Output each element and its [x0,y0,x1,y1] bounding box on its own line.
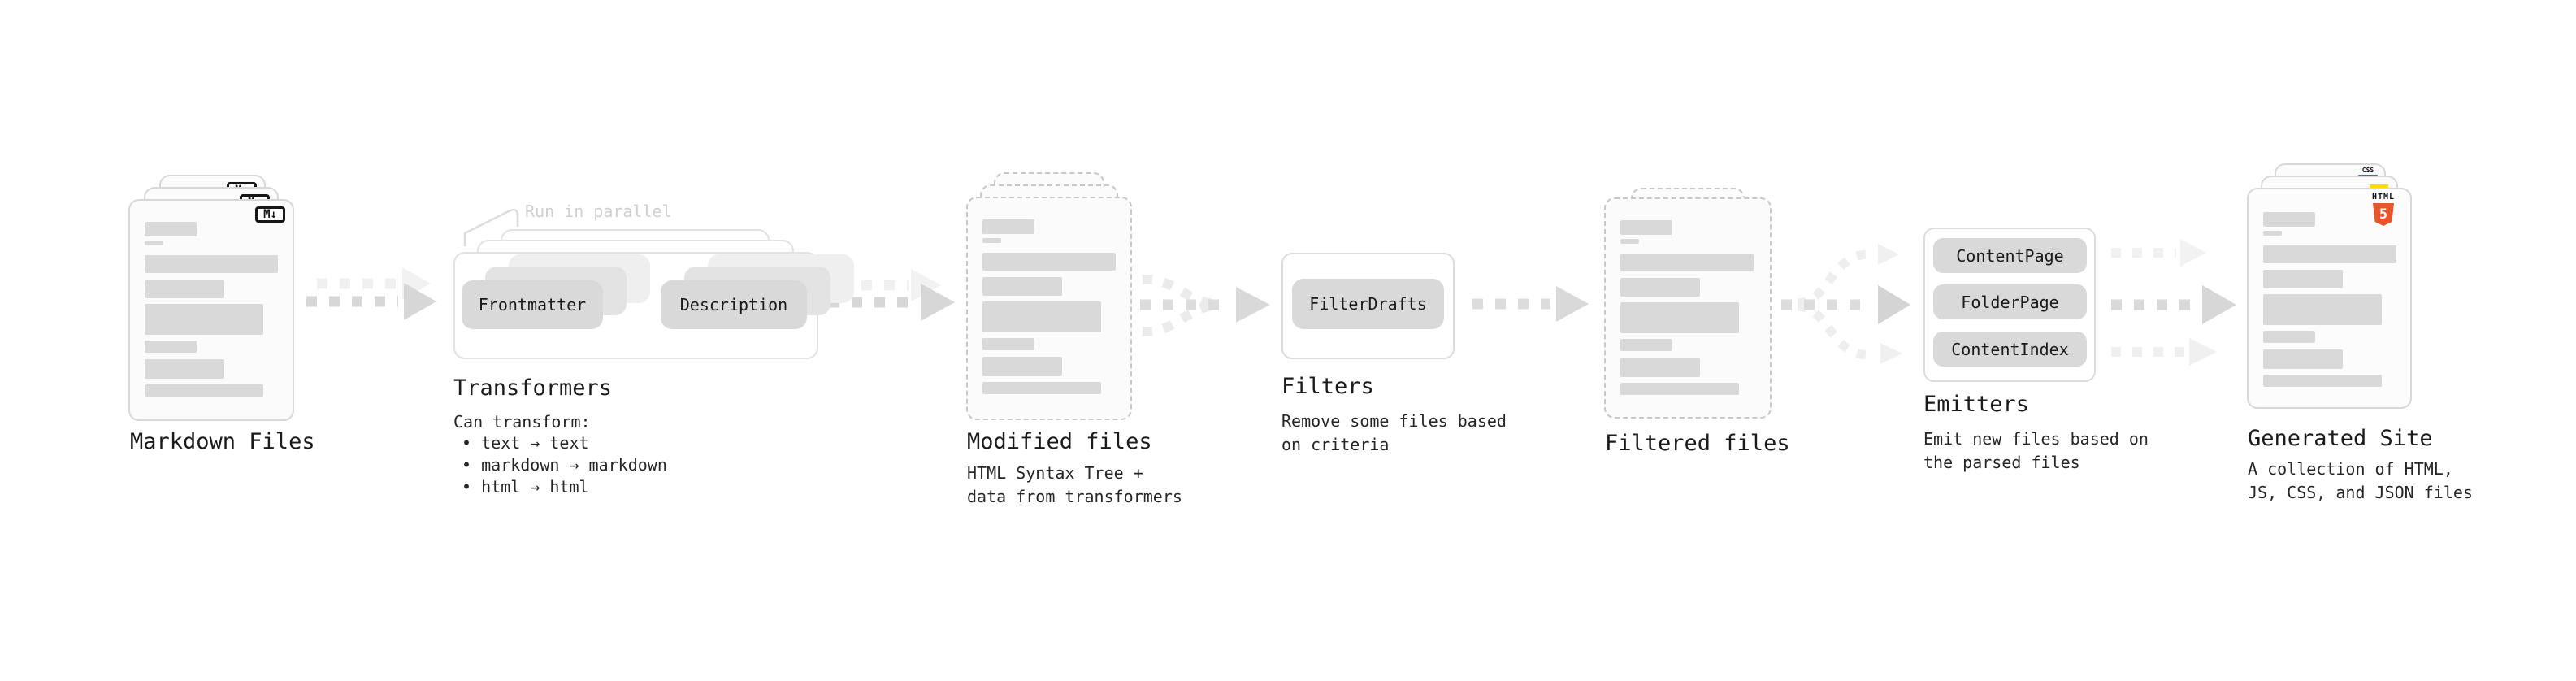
folderpage-box: FolderPage [1933,284,2087,319]
skeleton-line [1620,358,1700,377]
skeleton-line [2263,231,2282,236]
modified-files-title: Modified files [967,429,1152,454]
filtered-files-section: Filtered files [1604,146,1848,512]
filters-title: Filters [1281,374,1374,399]
markdown-files-section: M↓ M↓ M↓ Markdown Files [98,146,341,504]
contentpage-box: ContentPage [1933,238,2087,273]
skeleton-line [145,280,224,298]
modified-files-section: Modified files HTML Syntax Tree + data f… [966,146,1210,512]
skeleton-line [1620,239,1639,244]
generated-site-description: A collection of HTML, JS, CSS, and JSON … [2248,459,2473,502]
emitters-section: ContentPage FolderPage ContentIndex Emit… [1923,146,2167,520]
skeleton-line [1620,383,1739,395]
skeleton-line [982,301,1101,332]
modified-file-card-front [966,197,1132,420]
skeleton-line [1620,278,1700,297]
skeleton-line [2263,212,2315,227]
skeleton-line [2263,245,2396,263]
html5-icon-number: 5 [2379,206,2388,223]
skeleton-line [2263,331,2315,343]
skeleton-line [145,241,163,245]
skeleton-line [982,357,1062,376]
transformers-title: Transformers [453,375,613,401]
skeleton-line [982,219,1034,234]
skeleton-line [982,277,1062,296]
filtered-file-card-front [1604,197,1772,419]
skeleton-line [982,253,1116,271]
skeleton-line [145,255,278,273]
emitters-title: Emitters [1923,392,2030,417]
modified-files-description: HTML Syntax Tree + data from transformer… [967,463,1182,506]
skeleton-line [1620,339,1672,351]
document-skeleton [145,222,278,397]
markdown-icon: M↓ [255,206,285,223]
document-skeleton [2263,212,2396,387]
transformers-section: Frontmatter Description Run in parallel … [453,146,854,512]
html5-icon-shield: 5 [2373,203,2394,226]
skeleton-line [982,338,1034,350]
skeleton-line [2263,349,2343,369]
skeleton-line [145,384,263,397]
skeleton-line [982,238,1001,243]
skeleton-line [2263,375,2382,387]
bullet-item: • markdown → markdown [462,455,667,475]
skeleton-line [1620,220,1672,235]
html5-icon-word: HTML [2371,193,2396,202]
transformers-bullet-list: • text → text • markdown → markdown • ht… [462,432,667,498]
css-icon-word: CSS [2361,167,2374,174]
skeleton-line [1620,254,1754,271]
markdown-file-card-front: M↓ [128,199,294,421]
description-box: Description [661,280,807,329]
bullet-item: • text → text [462,433,589,453]
filtered-files-title: Filtered files [1605,431,1790,456]
skeleton-line [982,382,1101,394]
skeleton-line [145,359,224,379]
document-skeleton [982,219,1116,394]
filters-section: FilterDrafts Filters Remove some files b… [1281,146,1525,512]
generated-site-title: Generated Site [2248,426,2433,451]
document-skeleton [1620,220,1754,395]
html5-icon: HTML 5 [2366,193,2401,226]
skeleton-line [145,304,263,335]
transformers-subtitle: Can transform: [453,412,591,432]
skeleton-line [145,340,197,353]
filterdrafts-box: FilterDrafts [1292,279,1444,329]
skeleton-line [1620,302,1739,333]
emitters-description: Emit new files based on the parsed files [1923,429,2149,472]
bullet-item: • html → html [462,477,589,497]
generated-site-section: CSS HTML 5 Generated Site A collection o… [2247,146,2491,520]
skeleton-line [2263,294,2382,325]
site-file-card-front: HTML 5 [2247,188,2412,409]
frontmatter-box: Frontmatter [462,280,603,329]
markdown-files-title: Markdown Files [130,429,315,454]
skeleton-line [145,222,197,236]
skeleton-line [2263,270,2343,288]
filters-description: Remove some files based on criteria [1281,411,1507,454]
run-in-parallel-annotation: Run in parallel [525,202,672,221]
contentindex-box: ContentIndex [1933,332,2087,367]
